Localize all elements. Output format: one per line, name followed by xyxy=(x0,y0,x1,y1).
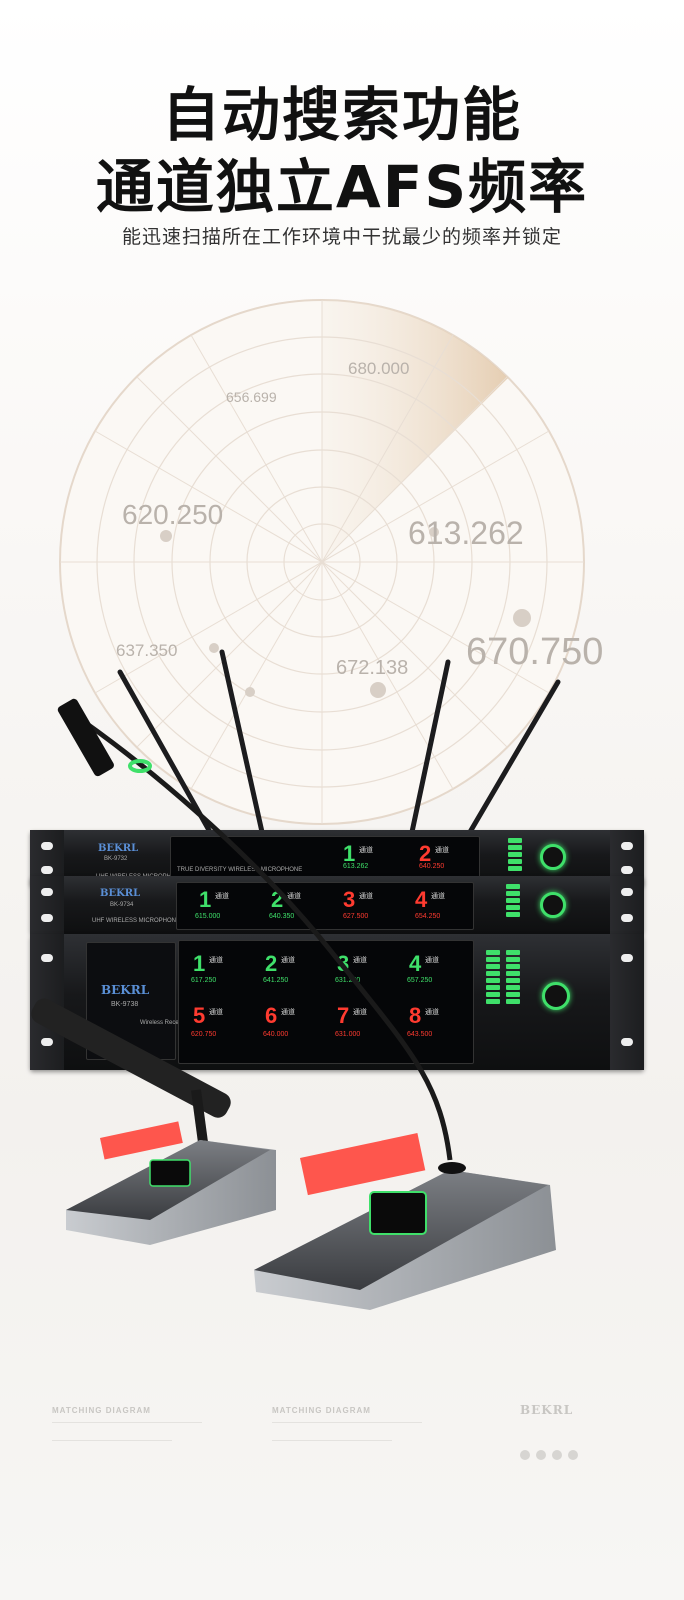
model-label: BK-9738 xyxy=(111,1001,139,1008)
radar-freq-680000: 680.000 xyxy=(348,359,409,378)
footer-heading-2: MATCHING DIAGRAM xyxy=(272,1406,371,1415)
footer-heading-1: MATCHING DIAGRAM xyxy=(52,1406,151,1415)
antenna-2 xyxy=(219,649,265,835)
red-hologram-large xyxy=(300,1133,426,1196)
red-hologram-small xyxy=(100,1121,183,1160)
rx-label: UHF WIRELESS MICROPHONE RX xyxy=(92,918,191,924)
green-ring-indicator xyxy=(128,759,152,773)
brand-logo: BEKRL xyxy=(98,843,139,854)
radar-freq-672138: 672.138 xyxy=(336,657,408,679)
channel-number: 2 xyxy=(419,841,432,866)
mic-capsule-short xyxy=(31,998,231,1118)
brand-logo: BEKRL xyxy=(101,983,150,997)
footer-social-icons xyxy=(520,1450,578,1460)
channel-freq: 613.262 xyxy=(343,863,369,870)
radar-freq-637350: 637.350 xyxy=(116,641,177,660)
radar-sweep xyxy=(322,300,508,562)
brand-logo: BEKRL xyxy=(100,888,141,899)
mic-capsule-tall xyxy=(57,698,114,777)
channel-number: 1 xyxy=(343,841,356,866)
headline-line-2: 通道独立AFS频率 xyxy=(95,153,589,221)
headline-line-1: 自动搜索功能 xyxy=(161,81,522,149)
control-buttons[interactable] xyxy=(508,836,522,873)
gooseneck-short xyxy=(191,1089,209,1151)
footer-brand: BEKRL xyxy=(520,1403,574,1417)
radar-freq-613262: 613.262 xyxy=(408,515,524,551)
social-icon xyxy=(568,1450,578,1460)
gooseneck-tall xyxy=(68,709,453,1161)
power-knob[interactable] xyxy=(540,844,566,870)
rx-label: Wireless Receiver xyxy=(140,1020,189,1026)
antenna-3 xyxy=(409,659,451,835)
radar-freq-620250: 620.250 xyxy=(122,499,223,530)
display-screen: 1 通道 617.250 2 通道 641.250 3 通道 631.250 4… xyxy=(178,940,474,1064)
power-knob[interactable] xyxy=(540,892,566,918)
headline-subtitle: 能迅速扫描所在工作环境中干扰最少的频率并锁定 xyxy=(121,226,562,248)
social-icon xyxy=(536,1450,546,1460)
model-label: BK-9734 xyxy=(110,902,134,908)
display-screen: TRUE DIVERSITY WIRELESS MICROPHONE 1 通道 … xyxy=(170,836,480,880)
control-buttons[interactable] xyxy=(506,882,520,919)
power-knob[interactable] xyxy=(542,982,570,1010)
radar-freq-670750: 670.750 xyxy=(466,631,603,673)
touch-screen-large xyxy=(369,1191,427,1235)
touch-screen-small xyxy=(149,1159,191,1187)
model-label: BK-9732 xyxy=(104,856,128,862)
radar-freq-656699: 656.699 xyxy=(226,389,277,405)
conference-microphones xyxy=(31,698,556,1310)
social-icon xyxy=(552,1450,562,1460)
control-buttons[interactable] xyxy=(486,948,500,1006)
receiver-bk9738: BEKRL BK-9738 Wireless Receiver 1 通道 617… xyxy=(30,934,644,1070)
receiver-bk9734: BEKRL BK-9734 UHF WIRELESS MICROPHONE RX… xyxy=(30,876,644,934)
antenna-1 xyxy=(117,669,213,835)
social-icon xyxy=(520,1450,530,1460)
antennas xyxy=(117,649,561,835)
radar-blips xyxy=(160,527,531,698)
channel-freq: 640.250 xyxy=(419,863,445,870)
antenna-4 xyxy=(467,679,561,835)
